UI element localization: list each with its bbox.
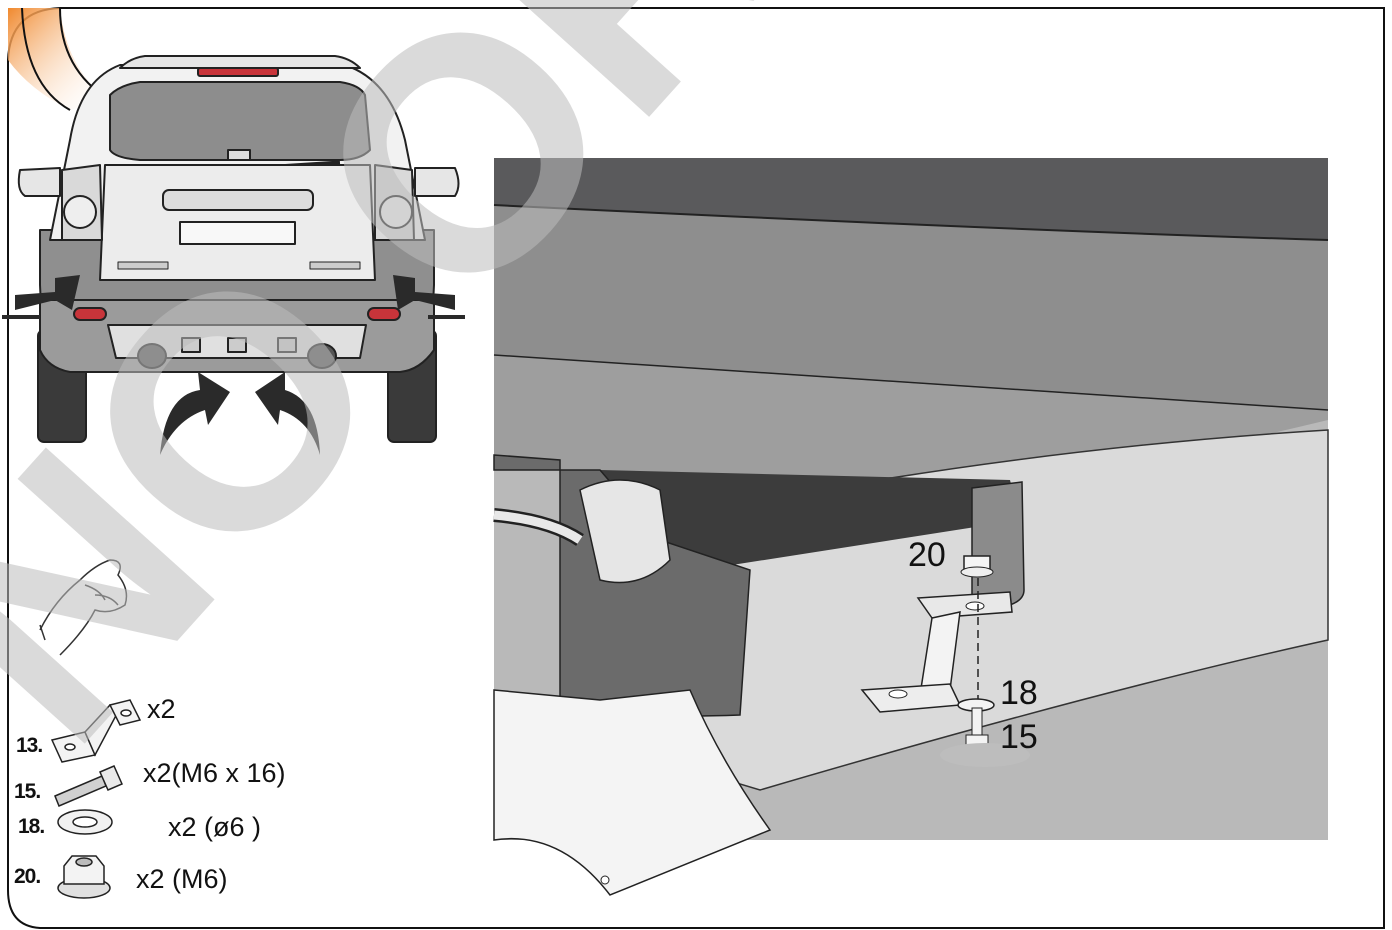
bolt-icon [54,765,123,807]
license-plate [179,221,296,245]
detail-view [493,158,1329,896]
part-15-quantity: x2(M6 x 16) [143,758,286,788]
callout-washer: 18 [1000,674,1038,712]
arrow-right-icon [393,275,455,310]
part-13-number: 13. [16,734,43,757]
part-20-quantity: x2 (M6) [136,864,228,894]
arrow-left-icon [15,275,80,310]
part-18-number: 18. [18,815,45,838]
nut-icon [57,855,111,899]
callout-bolt: 15 [1000,718,1038,756]
arrow-up-left-icon [160,372,230,455]
part-15-number: 15. [14,780,41,803]
callout-nut: 20 [908,536,946,574]
part-18-quantity: x2 (ø6 ) [168,812,262,842]
washer-icon [57,809,113,835]
bracket-icon [50,699,142,763]
car-rear-view [17,55,460,443]
mounting-arrows [2,275,465,455]
arrow-up-right-icon [255,372,320,455]
part-20-number: 20. [14,865,41,888]
part-13-quantity: x2 [147,694,176,724]
hand-tighten-icon [39,559,128,656]
